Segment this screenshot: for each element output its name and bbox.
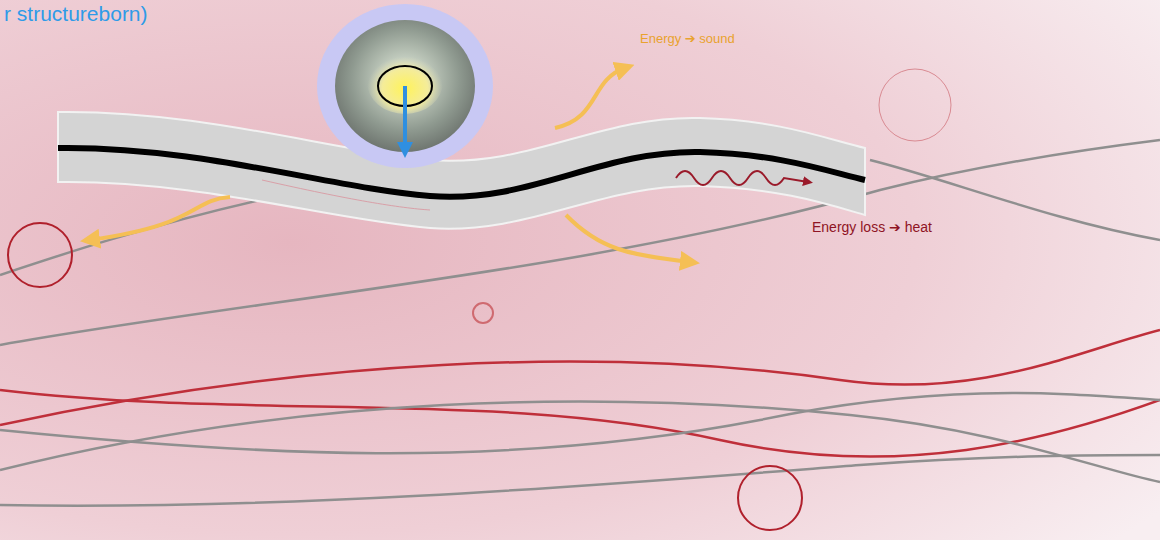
section-heading: r structureborn) <box>4 2 148 26</box>
sound-label: Energy ➔ sound <box>640 32 735 47</box>
sound-arrows <box>90 68 690 262</box>
impact-ball <box>317 4 493 168</box>
heat-arrow <box>676 171 808 185</box>
decor-circles <box>8 69 951 530</box>
heat-label: Energy loss ➔ heat <box>812 219 932 235</box>
